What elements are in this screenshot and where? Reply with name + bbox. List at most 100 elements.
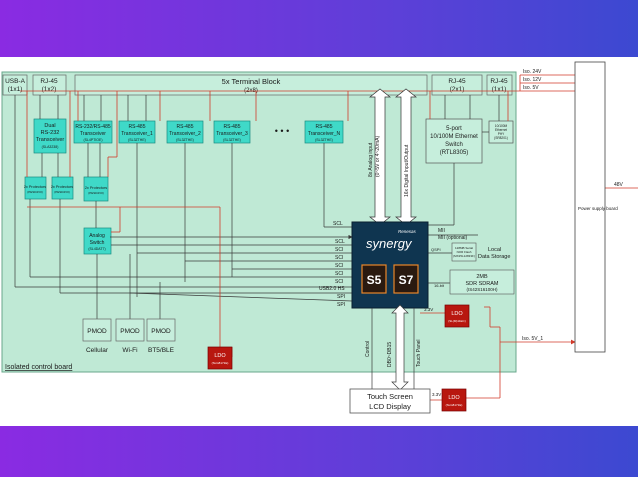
dual-rs232-transceiver: Dual RS-232 Transceiver (SLA3238) [33, 118, 67, 154]
svg-text:RS-485: RS-485 [316, 124, 333, 130]
svg-text:RS-485: RS-485 [177, 124, 194, 130]
s7-core [393, 264, 419, 294]
signal-wires [14, 95, 500, 319]
rail-5v-label: Iso. 5V [523, 85, 539, 91]
svg-text:(SR8201): (SR8201) [494, 136, 508, 140]
svg-text:Power supply board: Power supply board [578, 206, 618, 211]
svg-text:(SL3ZTHE): (SL3ZTHE) [223, 138, 241, 142]
rj45-mid-label-2: (2x1) [450, 86, 465, 93]
svg-text:(SL3ZTHE): (SL3ZTHE) [315, 138, 333, 142]
protector-1: 2x Protectors (PESD4V0) [24, 176, 47, 200]
digital-io-label: 16x Digital Input/Output [404, 144, 410, 197]
bus-label-sci-3: SCI [335, 263, 343, 269]
rj45-left-label-2: (1x2) [42, 86, 57, 93]
svg-text:S5: S5 [367, 273, 382, 287]
bus-label-scl-2: SCL [335, 239, 345, 245]
svg-text:Ethernet: Ethernet [495, 128, 507, 132]
svg-text:(SL3ZTHE): (SL3ZTHE) [176, 138, 194, 142]
svg-text:(SLA3238): (SLA3238) [42, 145, 59, 149]
svg-text:(MX25L12833F): (MX25L12833F) [453, 254, 475, 258]
ethernet-phy: 10/100M Ethernet PHY (SR8201) [488, 120, 514, 144]
v33-label-bottom: 3.3V [432, 392, 441, 397]
bus-label-spi-2: SPI [337, 302, 345, 308]
block-diagram: Isolated control board USB-A (1x1) RJ-45… [1, 61, 638, 414]
top-banner [0, 0, 638, 57]
svg-text:S7: S7 [399, 273, 414, 287]
s5-core [361, 264, 387, 294]
svg-text:128MB Serial: 128MB Serial [455, 246, 473, 250]
svg-text:Transceiver_3: Transceiver_3 [216, 131, 248, 137]
svg-text:PMOD: PMOD [151, 328, 171, 335]
rj45-mid-connector [431, 74, 483, 96]
svg-text:Transceiver_2: Transceiver_2 [169, 131, 201, 137]
bus-label-sci-2: SCI [335, 255, 343, 261]
svg-text:10/100M: 10/100M [495, 124, 508, 128]
analog-switch: Analog Switch (SL4DAT7) [83, 227, 112, 255]
protector-2: 2x Protectors (PESD4V0) [51, 176, 74, 200]
svg-text:Switch: Switch [445, 142, 463, 148]
bus16-label: 16-bit [434, 283, 445, 288]
lcd-bus-touch: Touch Panel [416, 339, 422, 367]
rj45-right-connector [486, 74, 513, 96]
svg-text:(SLG8171E): (SLG8171E) [212, 361, 229, 365]
svg-text:RS-232: RS-232 [41, 130, 60, 136]
svg-text:Transceiver_N: Transceiver_N [308, 131, 341, 137]
svg-text:(RTL8305): (RTL8305) [440, 150, 469, 156]
bus-label-spi-1: SPI [337, 294, 345, 300]
nor-flash: 128MB Serial NOR Flash (MX25L12833F) [451, 242, 477, 262]
analog-input-label-2: (0~5V or 4~20mA) [375, 136, 381, 177]
svg-text:Renesas: Renesas [398, 229, 417, 234]
ldo-left: LDO (SLG8171E) [207, 346, 233, 370]
power-wires [26, 74, 638, 401]
bus-label-sci-1: SCI [335, 247, 343, 253]
svg-text:(SL(M)11EC): (SL(M)11EC) [448, 319, 465, 323]
pmod-wifi: PMOD Wi-Fi [115, 318, 145, 354]
pmod-bt5: PMOD BT5/BLE [146, 318, 176, 354]
local-storage-label-2: Data Storage [478, 254, 510, 260]
svg-text:RS-485: RS-485 [224, 124, 241, 130]
pmod-cellular: PMOD Cellular [82, 318, 112, 354]
svg-text:PMOD: PMOD [87, 328, 107, 335]
svg-text:5-port: 5-port [446, 126, 462, 132]
rj45-right-label-2: (1x1) [492, 86, 507, 93]
svg-text:10/100M Ethernet: 10/100M Ethernet [430, 134, 478, 140]
usb-a-label-1: USB-A [5, 78, 26, 85]
svg-text:Transceiver: Transceiver [36, 137, 65, 143]
svg-text:Cellular: Cellular [86, 347, 109, 354]
bottom-banner [0, 426, 638, 477]
svg-text:2x Protectors: 2x Protectors [24, 185, 46, 189]
rs485-transceiver-3: RS-485 Transceiver_3 (SL3ZTHE) [213, 120, 251, 144]
lcd-bus-control: Control [365, 341, 371, 357]
rail-12v-label: Iso. 12V [523, 77, 542, 83]
svg-text:SDR SDRAM: SDR SDRAM [465, 281, 498, 287]
svg-text:synergy: synergy [366, 236, 413, 251]
svg-text:Switch: Switch [90, 240, 105, 246]
rj45-left-label-1: RJ-45 [40, 78, 58, 85]
svg-text:LDO: LDO [448, 395, 460, 401]
svg-text:RS-232/RS-485: RS-232/RS-485 [75, 124, 111, 130]
analog-input-bus [369, 88, 391, 226]
svg-text:2x Protectors: 2x Protectors [85, 186, 107, 190]
svg-text:Transceiver_1: Transceiver_1 [121, 131, 153, 137]
qspi-label: QSPI [431, 247, 441, 252]
svg-text:LDO: LDO [214, 353, 226, 359]
bus-label-scl-1: SCL [333, 221, 343, 227]
svg-text:2x Protectors: 2x Protectors [51, 185, 73, 189]
rail-24v-label: Iso. 24V [523, 69, 542, 75]
power-supply-board: Power supply board [574, 61, 618, 353]
local-storage-label-1: Local [488, 247, 501, 253]
ldo-bottom: LDO (SLG8171E) [441, 388, 467, 412]
svg-text:(SL4DAT7): (SL4DAT7) [88, 247, 105, 251]
rj45-mid-label-1: RJ-45 [448, 78, 466, 85]
svg-text:PMOD: PMOD [120, 328, 140, 335]
svg-text:(SLG8171E): (SLG8171E) [446, 403, 463, 407]
synergy-mcu: Renesas synergy S5 S7 [351, 221, 429, 309]
svg-text:RS-485: RS-485 [129, 124, 146, 130]
svg-text:PHY: PHY [498, 132, 505, 136]
protector-3: 2x Protectors (PESD4V0) [83, 176, 109, 202]
svg-text:(SL3ZTHE): (SL3ZTHE) [128, 138, 146, 142]
svg-text:(PESD4V0): (PESD4V0) [27, 190, 43, 194]
ldo-right: LDO (SL(M)11EC) [444, 304, 470, 328]
ethernet-switch: 5-port 10/100M Ethernet Switch (RTL8305) [425, 118, 483, 164]
svg-text:Dual: Dual [44, 123, 55, 129]
